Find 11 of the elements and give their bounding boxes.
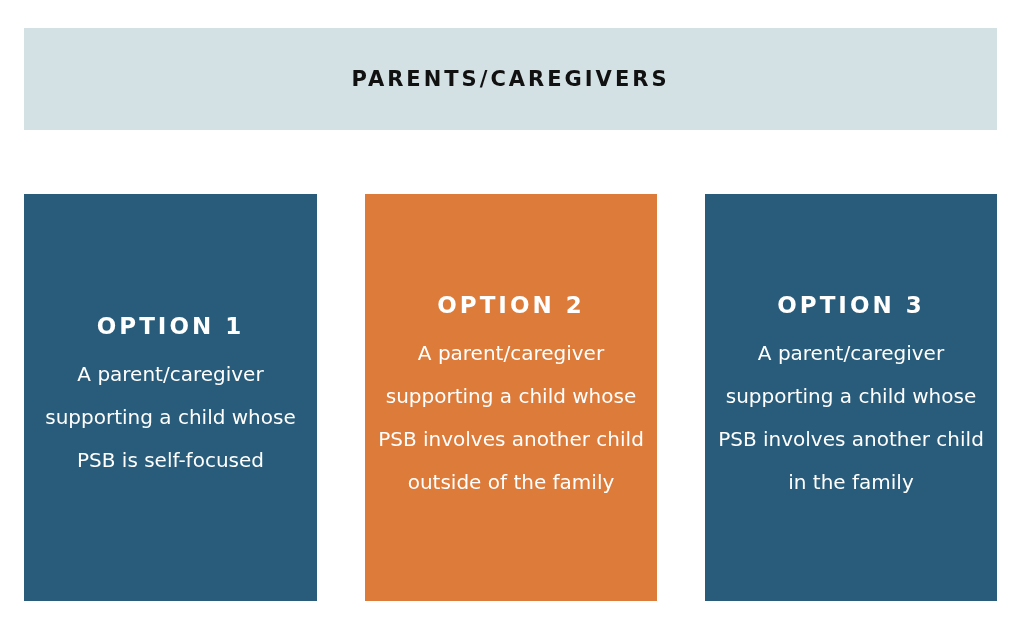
description: A parent/caregiver supporting a child whose PSB involves another child in the family bbox=[717, 339, 985, 496]
option-card bbox=[365, 194, 657, 601]
description: A parent/caregiver supporting a child whose PSB involves another child outside of the family bbox=[377, 339, 645, 496]
description: A parent/caregiver supporting a child whose PSB is self-focused bbox=[44, 361, 297, 474]
heading: PARENTS/CAREGIVERS bbox=[351, 67, 670, 91]
header-banner bbox=[24, 28, 997, 130]
heading: OPTION 2 bbox=[437, 291, 585, 318]
heading: OPTION 1 bbox=[96, 313, 245, 339]
option-card bbox=[705, 194, 997, 601]
heading: OPTION 3 bbox=[777, 291, 925, 318]
option-card bbox=[24, 194, 317, 601]
